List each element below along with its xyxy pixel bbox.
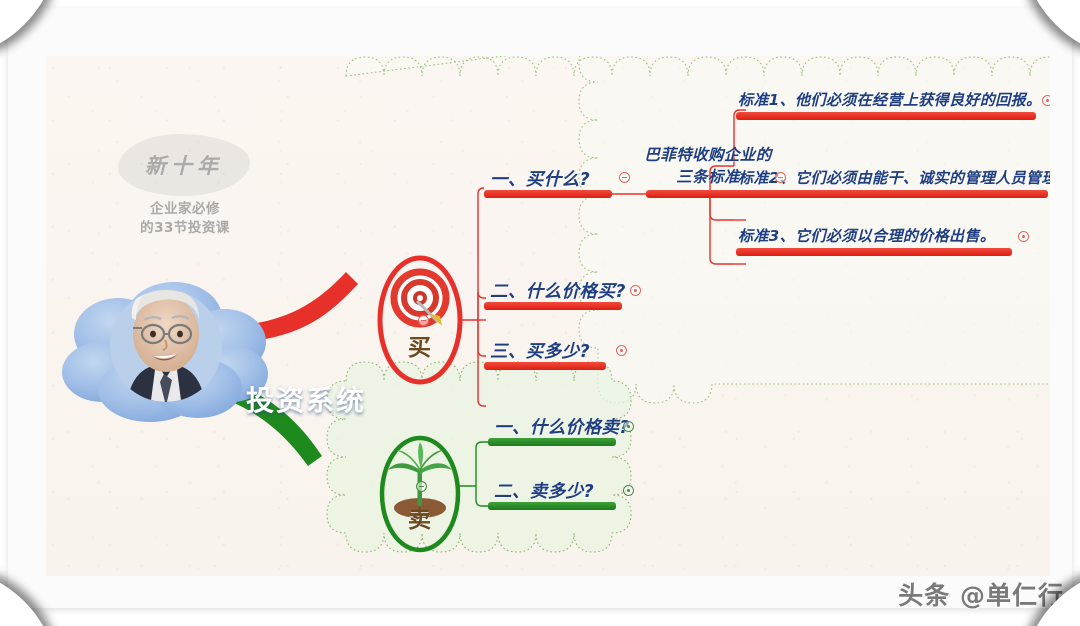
presentation-frame: 投资系统 买 卖 一、买什么? 二、什么价格买? 三、买多少? 巴菲特收购企业的…: [8, 8, 1072, 608]
root-to-buy-connector: [251, 272, 358, 340]
criterion-3-toggle[interactable]: [1018, 231, 1029, 242]
root-to-sell-connector: [232, 386, 322, 466]
mindmap-canvas[interactable]: 投资系统 买 卖 一、买什么? 二、什么价格买? 三、买多少? 巴菲特收购企业的…: [46, 56, 1050, 576]
sell-node[interactable]: [379, 435, 461, 553]
root-label: 投资系统: [246, 384, 367, 417]
watermark-subtitle-line2: 的33节投资课: [140, 220, 230, 236]
sell-bar-1: [488, 438, 616, 446]
buy-child-2-label[interactable]: 二、什么价格买?: [490, 282, 626, 302]
sell-connectors: [458, 441, 490, 507]
criterion-bar-1: [736, 112, 1036, 120]
buy-child-3-label[interactable]: 三、买多少?: [490, 342, 591, 362]
watermark-subtitle-line1: 企业家必修: [150, 201, 220, 217]
buffett-portrait-icon: [110, 290, 222, 402]
buy-connectors: [460, 187, 486, 407]
sell-child-2-label[interactable]: 二、卖多少?: [494, 482, 595, 502]
sell-child-1-label[interactable]: 一、什么价格卖?: [494, 418, 630, 438]
criterion-2-label[interactable]: 标准2、它们必须由能干、诚实的管理人员管理。: [738, 169, 1050, 187]
sell-child-2-toggle[interactable]: [623, 485, 634, 496]
palm-island-icon: [388, 442, 452, 518]
criterion-1-toggle[interactable]: [1042, 95, 1050, 106]
criteria-parent-line2: 三条标准: [676, 168, 740, 186]
criterion-bar-3: [736, 248, 1012, 256]
sell-boundary: [326, 361, 632, 553]
criteria-parent-toggle[interactable]: [775, 172, 786, 183]
buy-bar-3: [484, 362, 606, 370]
sell-node-toggle[interactable]: [416, 481, 427, 492]
buy-node-word: 买: [408, 335, 431, 361]
watermark-corner: 头条 @单仁行: [898, 581, 1064, 610]
criteria-parent-line1: 巴菲特收购企业的: [644, 146, 772, 164]
sell-child-1-toggle[interactable]: [623, 421, 634, 432]
criterion-3-label[interactable]: 标准3、它们必须以合理的价格出售。: [738, 227, 996, 245]
buy-child-2-toggle[interactable]: [630, 285, 641, 296]
root-node[interactable]: [62, 282, 268, 422]
criteria-parent-label[interactable]: 巴菲特收购企业的 三条标准: [640, 144, 776, 188]
mindmap-graphics: [62, 56, 1050, 553]
buy-bar-2: [484, 302, 622, 310]
criterion-bar-2: [736, 190, 1048, 198]
sell-node-word: 卖: [408, 507, 431, 533]
buy-child-1-label[interactable]: 一、买什么?: [490, 170, 591, 190]
buy-boundary: [345, 56, 1050, 404]
watermark-stamp: 新十年: [118, 134, 250, 196]
sell-bar-2: [488, 502, 616, 510]
buy-child-3-toggle[interactable]: [616, 345, 627, 356]
criteria-connectors: [709, 109, 746, 265]
buy-node-toggle[interactable]: [418, 315, 429, 326]
buy-bar-1: [484, 190, 612, 198]
criterion-1-label[interactable]: 标准1、他们必须在经营上获得良好的回报。: [738, 91, 1042, 109]
buy-child-1-toggle[interactable]: [619, 172, 630, 183]
watermark-subtitle: 企业家必修 的33节投资课: [118, 200, 252, 238]
